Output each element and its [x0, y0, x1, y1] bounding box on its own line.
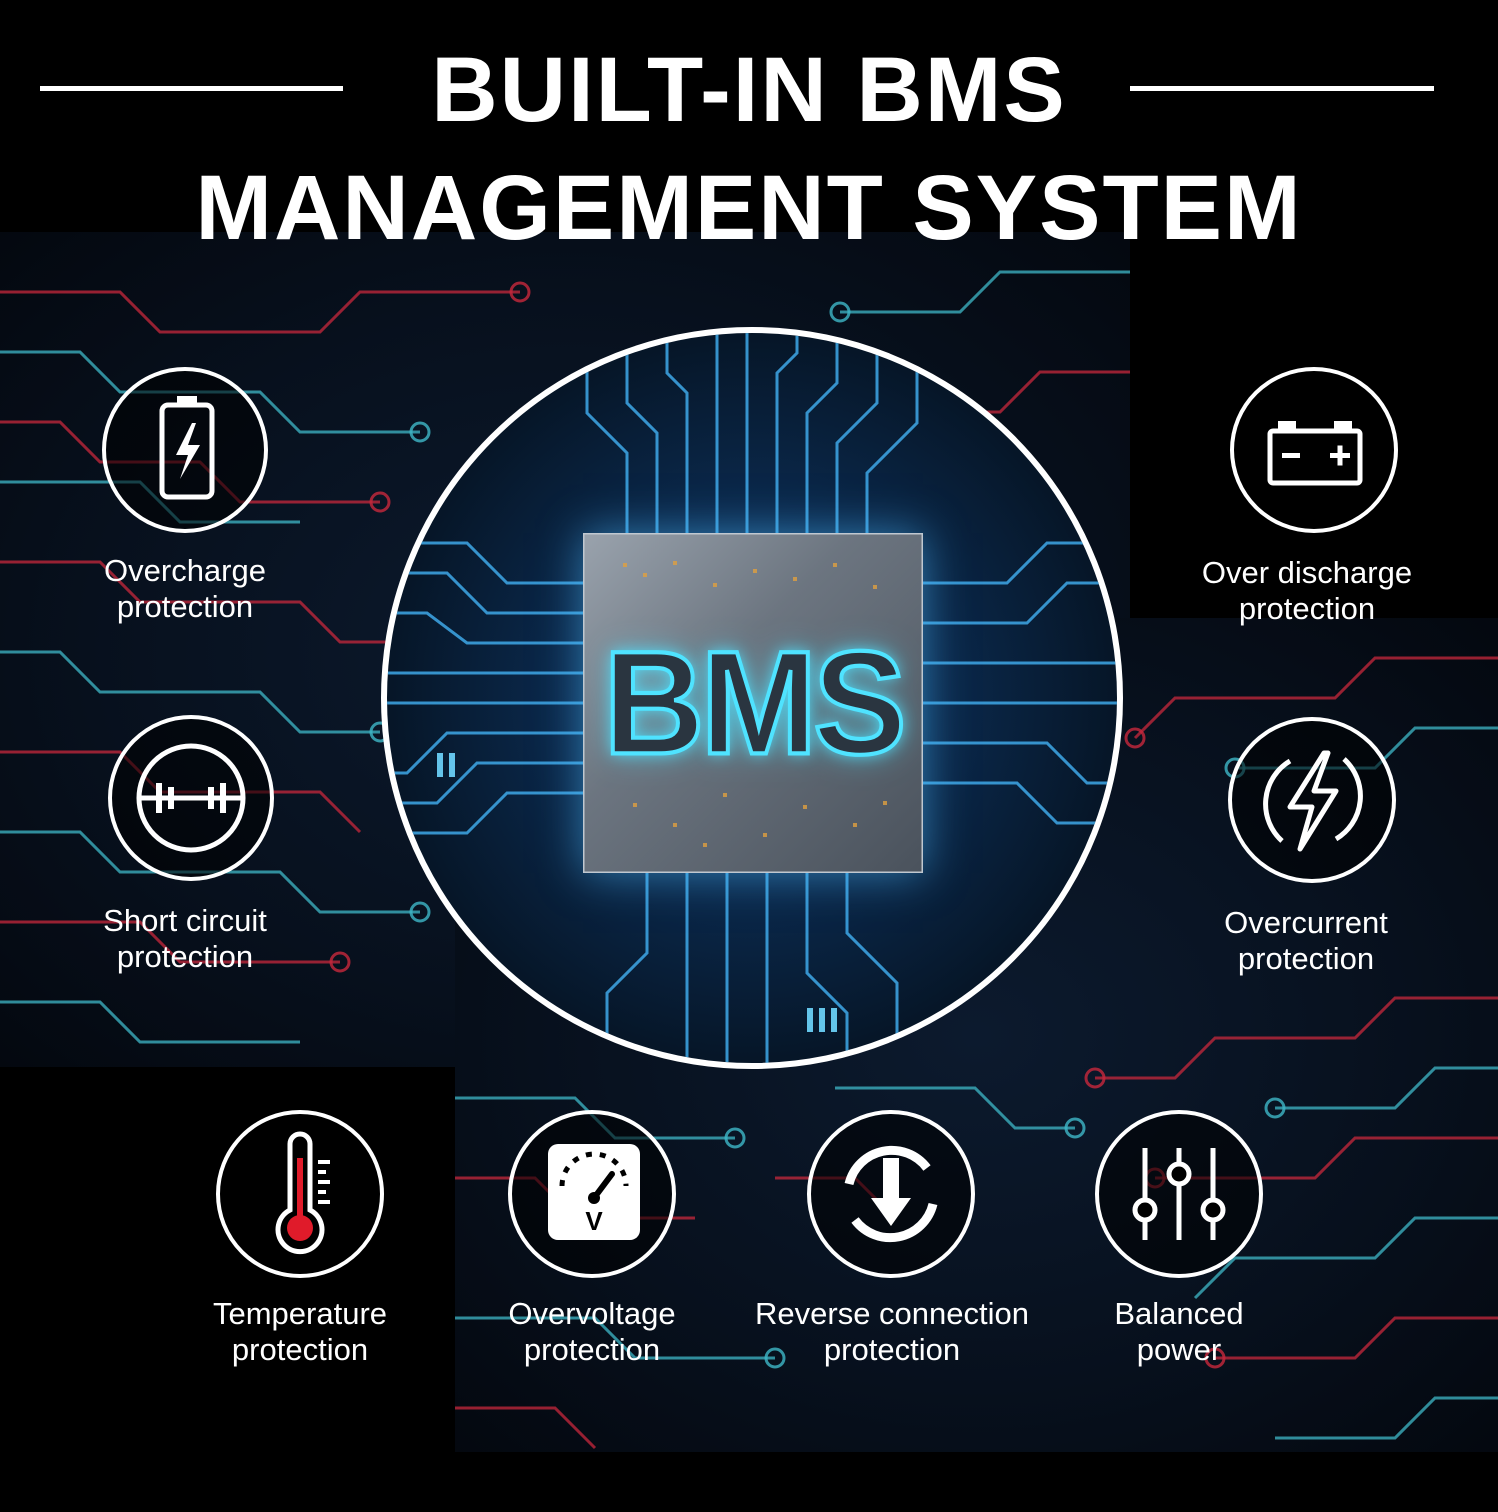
overvoltage-label-line2: protection [523, 1332, 661, 1367]
car-battery-icon [1230, 367, 1398, 533]
overcurrent-label: Overcurrent protection [1126, 905, 1486, 977]
overcharge-label-line1: Overcharge [104, 553, 266, 588]
temperature-label-line2: protection [231, 1332, 369, 1367]
reverse-connection-label: Reverse connection protection [712, 1296, 1072, 1368]
sliders-icon [1095, 1110, 1263, 1278]
voltmeter-icon: V [508, 1110, 676, 1278]
short-circuit-icon [108, 715, 274, 881]
short-circuit-label-line1: Short circuit [103, 903, 267, 938]
balanced-power-label-line2: power [1136, 1332, 1222, 1367]
bms-chip-circle: BMS [381, 327, 1123, 1069]
thermometer-icon [216, 1110, 384, 1278]
balanced-power-label-line1: Balanced [1114, 1296, 1244, 1331]
over-discharge-label-line2: protection [1238, 591, 1376, 626]
over-discharge-label-line1: Over discharge [1201, 555, 1413, 590]
overcharge-label: Overcharge protection [5, 553, 365, 625]
battery-charging-icon [102, 367, 268, 533]
temperature-label: Temperature protection [120, 1296, 480, 1368]
overcurrent-label-line2: protection [1237, 941, 1375, 976]
title-line-1: BUILT-IN BMS [431, 39, 1067, 141]
short-circuit-label-line2: protection [116, 939, 254, 974]
overcurrent-label-line1: Overcurrent [1224, 905, 1388, 940]
overcharge-label-line2: protection [116, 589, 254, 624]
reverse-connection-label-line2: protection [823, 1332, 961, 1367]
reverse-connection-label-line1: Reverse connection [755, 1296, 1029, 1331]
title-line-2: MANAGEMENT SYSTEM [195, 157, 1303, 259]
overvoltage-label: Overvoltage protection [412, 1296, 772, 1368]
over-discharge-label: Over discharge protection [1127, 555, 1487, 627]
short-circuit-label: Short circuit protection [5, 903, 365, 975]
balanced-power-label: Balanced power [999, 1296, 1359, 1368]
reverse-arrows-icon [807, 1110, 975, 1278]
svg-text:V: V [585, 1206, 603, 1236]
lightning-bolt-icon [1228, 717, 1396, 883]
title-rule-left [40, 86, 343, 91]
bms-chip: BMS [583, 533, 923, 873]
title-rule-right [1130, 86, 1434, 91]
temperature-label-line1: Temperature [212, 1296, 388, 1331]
overvoltage-label-line1: Overvoltage [508, 1296, 676, 1331]
bms-chip-label: BMS [601, 620, 908, 785]
